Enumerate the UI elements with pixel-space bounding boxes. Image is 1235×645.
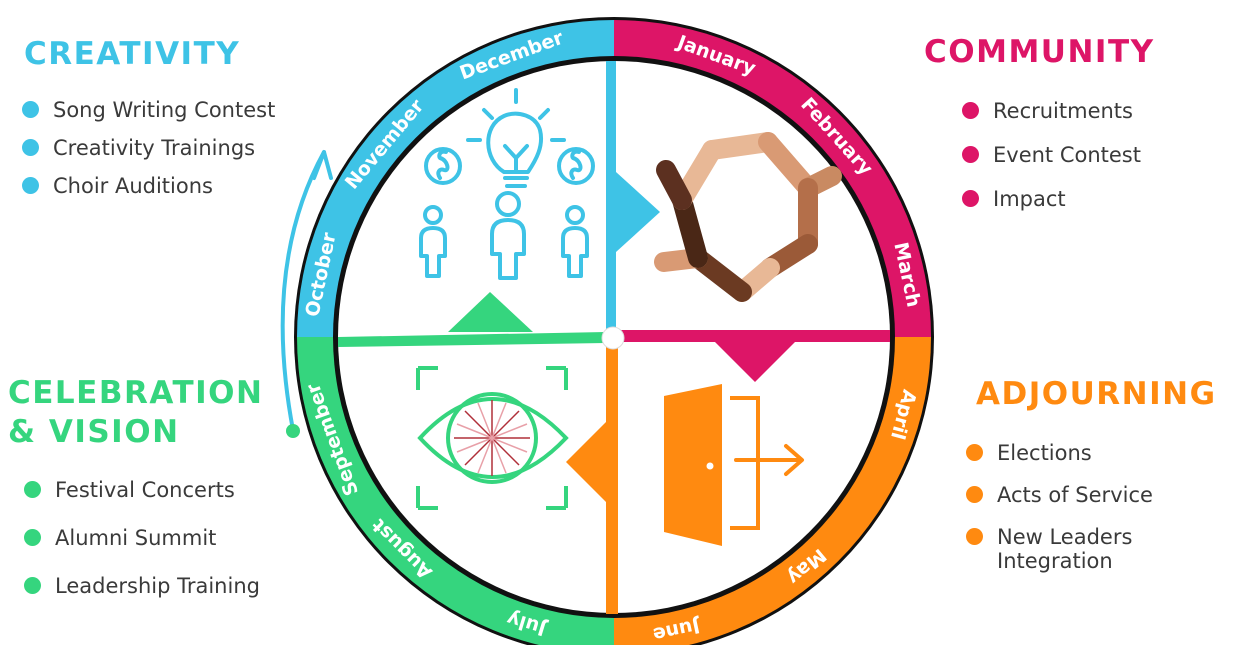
list-item: Creativity Trainings xyxy=(22,136,275,160)
community-list: Recruitments Event Contest Impact xyxy=(962,99,1141,211)
list-item: Song Writing Contest xyxy=(22,98,275,122)
creativity-title: CREATIVITY xyxy=(24,36,241,72)
bullet-icon xyxy=(24,481,41,498)
list-item-label: Recruitments xyxy=(993,99,1133,123)
celebration-title-line2: & VISION xyxy=(8,414,180,450)
bullet-icon xyxy=(966,528,983,545)
cycle-arrow-icon xyxy=(280,150,333,438)
adjourning-list: Elections Acts of Service New Leaders In… xyxy=(966,441,1166,573)
eye-fireworks-icon xyxy=(416,366,569,510)
list-item: Acts of Service xyxy=(966,483,1166,507)
list-item-label: Acts of Service xyxy=(997,483,1153,507)
adjourning-title: ADJOURNING xyxy=(976,376,1217,412)
divider-adjourning xyxy=(606,340,618,614)
bullet-icon xyxy=(24,529,41,546)
bullet-icon xyxy=(22,101,39,118)
list-item-label: Creativity Trainings xyxy=(53,136,256,160)
list-item: Impact xyxy=(962,187,1141,211)
list-item-label: Leadership Training xyxy=(55,574,260,598)
list-item: Elections xyxy=(966,441,1166,465)
list-item: New Leaders Integration xyxy=(966,525,1166,573)
list-item: Choir Auditions xyxy=(22,174,275,198)
list-item-label: Alumni Summit xyxy=(55,526,217,550)
idea-people-music-icon xyxy=(419,88,595,280)
celebration-list: Festival Concerts Alumni Summit Leadersh… xyxy=(24,478,260,598)
exit-door-icon xyxy=(664,384,804,546)
bullet-icon xyxy=(962,102,979,119)
bullet-icon xyxy=(966,486,983,503)
list-item-label: Choir Auditions xyxy=(53,174,213,198)
list-item-label: Song Writing Contest xyxy=(53,98,276,122)
pointer-celebration xyxy=(448,292,533,332)
bullet-icon xyxy=(24,577,41,594)
list-item: Recruitments xyxy=(962,99,1141,123)
list-item: Leadership Training xyxy=(24,574,260,598)
pointer-community xyxy=(715,342,795,382)
list-item: Festival Concerts xyxy=(24,478,260,502)
bullet-icon xyxy=(962,190,979,207)
joined-hands-icon xyxy=(654,132,842,302)
divider-creativity xyxy=(606,61,616,337)
bullet-icon xyxy=(22,139,39,156)
bullet-icon xyxy=(22,177,39,194)
divider-celebration xyxy=(338,332,606,347)
community-title: COMMUNITY xyxy=(924,34,1155,70)
divider-community xyxy=(616,330,890,342)
list-item: Event Contest xyxy=(962,143,1141,167)
list-item-label: Elections xyxy=(997,441,1092,465)
list-item-label: New Leaders Integration xyxy=(997,525,1133,573)
bullet-icon xyxy=(962,146,979,163)
list-item-label: Impact xyxy=(993,187,1066,211)
pointer-adjourning xyxy=(566,422,606,502)
list-item-label: Festival Concerts xyxy=(55,478,235,502)
celebration-title-line1: CELEBRATION xyxy=(8,375,264,411)
pointer-creativity xyxy=(616,172,660,252)
bullet-icon xyxy=(966,444,983,461)
list-item-label: Event Contest xyxy=(993,143,1141,167)
list-item: Alumni Summit xyxy=(24,526,260,550)
creativity-list: Song Writing Contest Creativity Training… xyxy=(22,98,275,198)
